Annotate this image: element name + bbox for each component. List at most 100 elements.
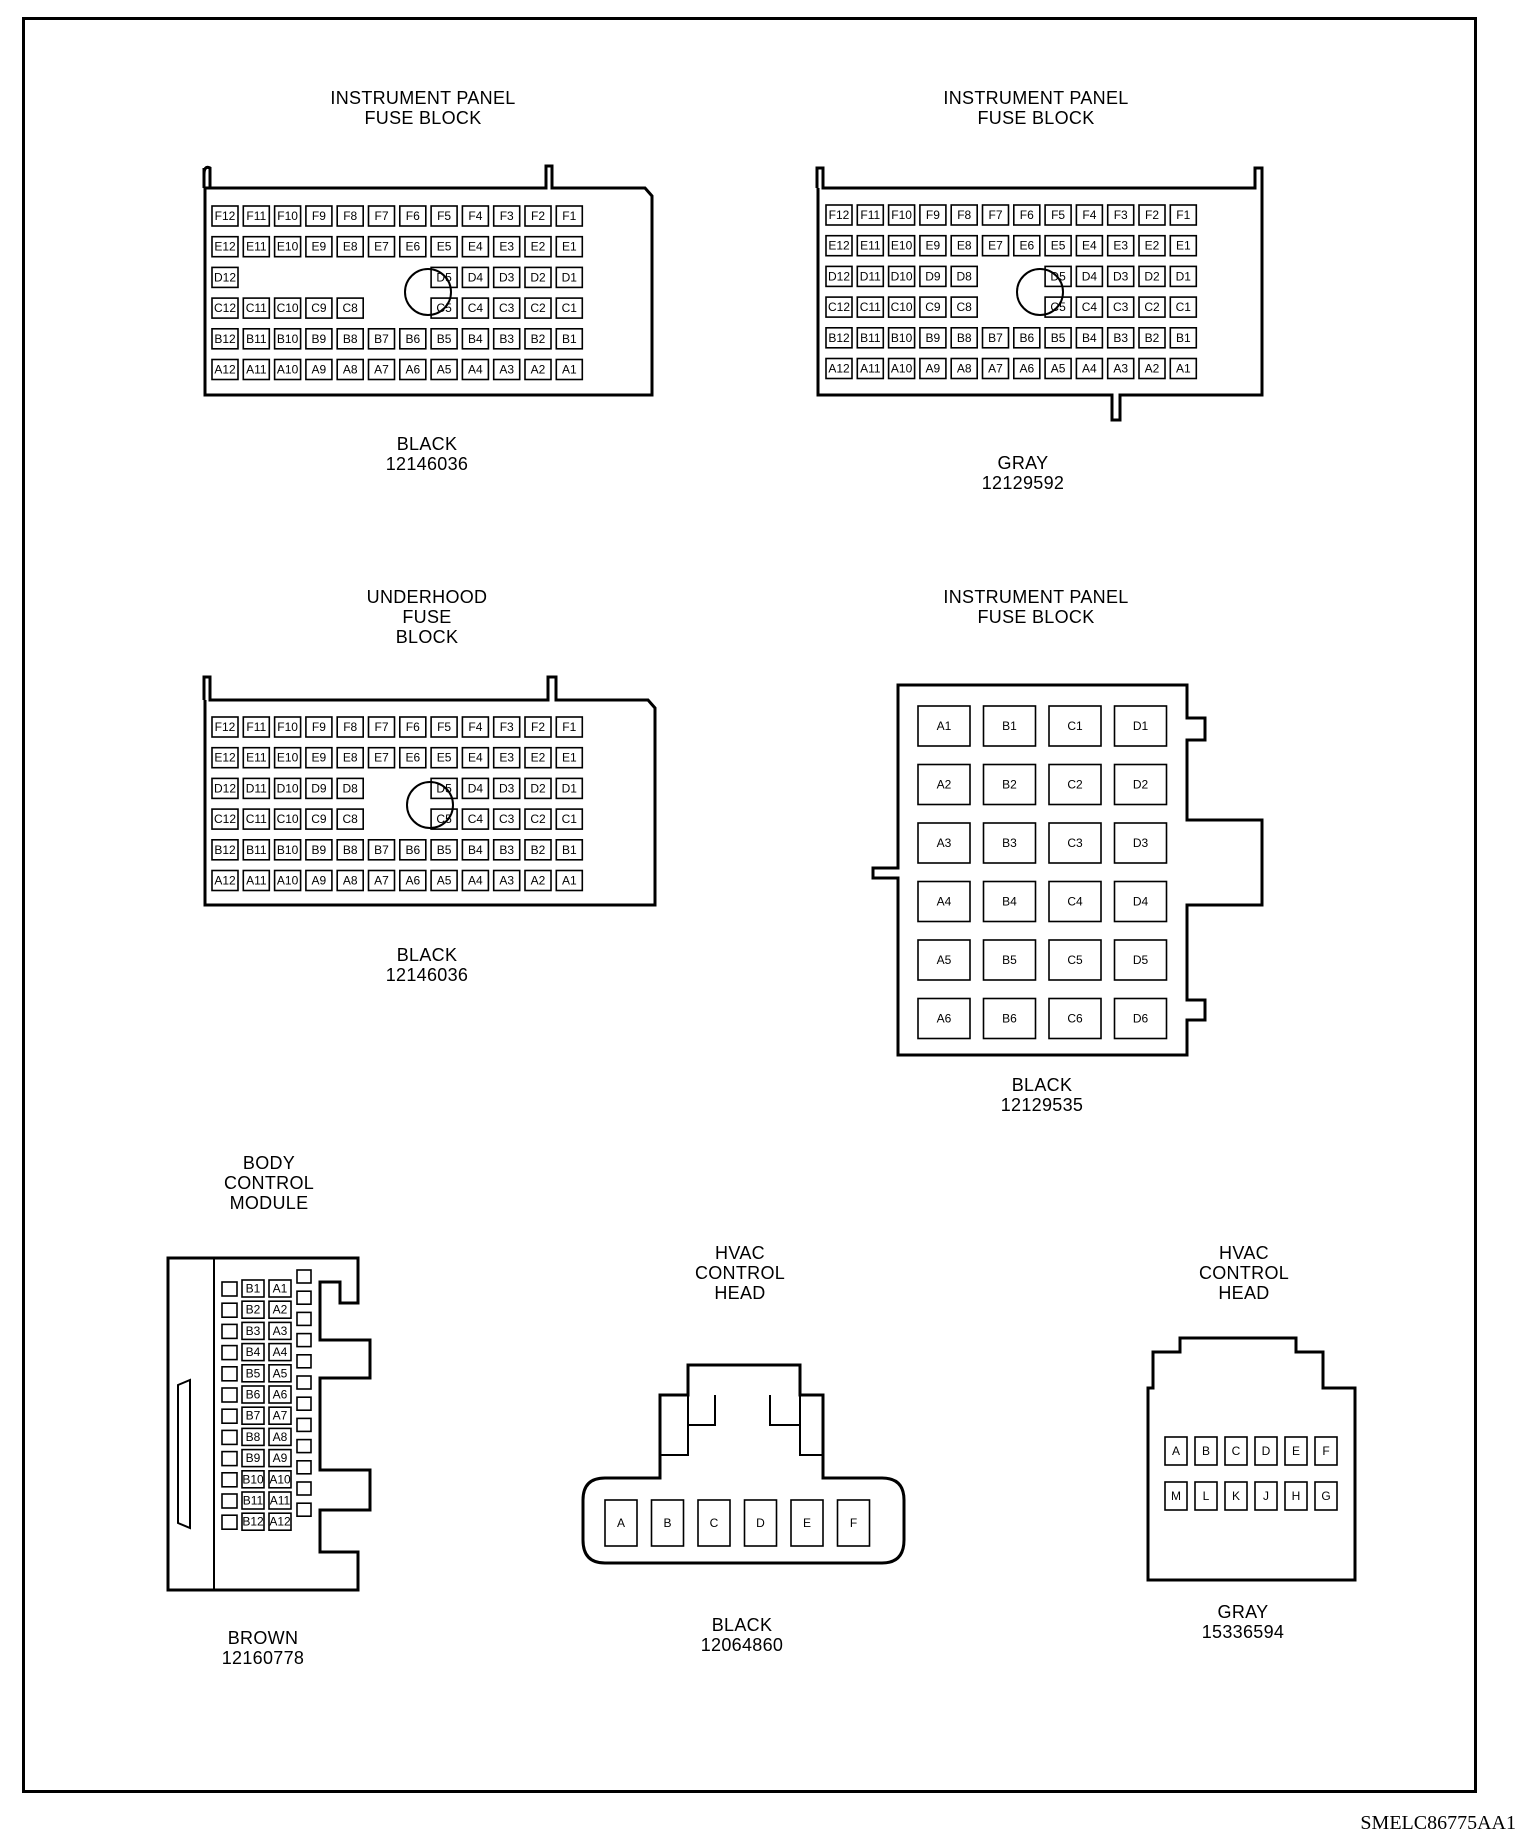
cavity-C3: C3 <box>492 297 521 319</box>
hvac-gray-housing <box>1146 1336 1357 1582</box>
cavity-B4: B4 <box>461 838 490 861</box>
svg-text:B5: B5 <box>437 332 452 346</box>
svg-text:A3: A3 <box>937 836 952 850</box>
part-bcm: 12160778 <box>221 1648 305 1668</box>
cavity-F4: F4 <box>461 205 490 227</box>
cavity-F8: F8 <box>336 716 365 738</box>
svg-text:B3: B3 <box>499 332 514 346</box>
cavity-D12: D12 <box>825 265 853 288</box>
svg-text:D9: D9 <box>925 269 941 283</box>
cavity-E4: E4 <box>461 235 490 258</box>
cavity-A11: A11 <box>856 357 885 380</box>
svg-text:C12: C12 <box>214 301 236 315</box>
color-underhood-fuse: BLACK <box>396 945 458 965</box>
svg-text:F2: F2 <box>1145 208 1159 222</box>
svg-text:A2: A2 <box>273 1303 288 1317</box>
svg-text:B6: B6 <box>246 1388 261 1402</box>
cavity-B1: B1 <box>982 705 1037 747</box>
cavity-A1: A1 <box>917 705 971 747</box>
bcm-latch-8 <box>296 1417 312 1433</box>
svg-text:E8: E8 <box>957 239 972 253</box>
cavity-B6: B6 <box>241 1385 265 1404</box>
svg-text:E7: E7 <box>374 240 389 254</box>
cavity-E4: E4 <box>461 746 490 769</box>
svg-text:A11: A11 <box>860 362 881 376</box>
svg-text:B12: B12 <box>214 843 236 857</box>
svg-text:C8: C8 <box>343 301 359 315</box>
bcm-latch-2 <box>296 1290 312 1305</box>
svg-text:A6: A6 <box>273 1388 288 1402</box>
cavity-A4: A4 <box>268 1342 292 1362</box>
svg-text:C5: C5 <box>1067 953 1083 967</box>
cavity-M: M <box>1164 1481 1188 1511</box>
cavity-A10: A10 <box>268 1470 292 1489</box>
bcm-terminal-8 <box>221 1429 238 1446</box>
svg-text:C: C <box>1232 1444 1241 1458</box>
cavity-A2: A2 <box>917 763 971 806</box>
bcm-latch-10 <box>296 1460 312 1475</box>
svg-text:E11: E11 <box>860 239 881 253</box>
cavity-A7: A7 <box>367 869 396 892</box>
svg-text:B11: B11 <box>860 331 881 345</box>
bcm-terminal-6 <box>221 1387 238 1403</box>
svg-text:G: G <box>1321 1489 1330 1503</box>
cavity-F11: F11 <box>242 716 271 738</box>
svg-text:F4: F4 <box>468 720 482 734</box>
svg-text:B6: B6 <box>405 843 420 857</box>
svg-text:B5: B5 <box>1051 331 1066 345</box>
bcm-terminal-12 <box>221 1514 238 1530</box>
cavity-E4: E4 <box>1075 234 1104 257</box>
underhood-fuse-housing <box>202 675 657 907</box>
bcm-latch-1 <box>296 1269 312 1284</box>
cavity-A3: A3 <box>917 822 971 864</box>
cavity-E2: E2 <box>524 235 552 258</box>
svg-text:E9: E9 <box>312 751 327 765</box>
cavity-F10: F10 <box>887 204 916 226</box>
cavity-K: K <box>1224 1481 1248 1511</box>
svg-text:B11: B11 <box>246 843 267 857</box>
svg-text:D3: D3 <box>499 781 515 795</box>
cavity-D12: D12 <box>211 266 239 289</box>
title-ip-fuse-gray: INSTRUMENT PANEL FUSE BLOCK <box>943 88 1129 128</box>
cavity-E1: E1 <box>555 235 584 258</box>
cavity-E5: E5 <box>430 746 458 769</box>
svg-text:B2: B2 <box>531 843 546 857</box>
svg-text:F6: F6 <box>406 209 420 223</box>
svg-text:C2: C2 <box>530 301 546 315</box>
cavity-E11: E11 <box>242 746 271 769</box>
svg-text:B7: B7 <box>246 1409 261 1423</box>
cavity-B2: B2 <box>982 763 1037 806</box>
cavity-A7: A7 <box>981 357 1010 380</box>
cavity-F4: F4 <box>461 716 490 738</box>
cavity-E7: E7 <box>367 746 396 769</box>
bcm-terminal-2 <box>221 1302 238 1318</box>
svg-text:E4: E4 <box>468 240 483 254</box>
cavity-A6: A6 <box>1012 357 1041 380</box>
cavity-A12: A12 <box>211 869 239 892</box>
cavity-E10: E10 <box>887 234 916 257</box>
cavity-F1: F1 <box>1169 204 1198 226</box>
svg-text:B2: B2 <box>1145 331 1160 345</box>
svg-text:E5: E5 <box>1051 239 1066 253</box>
svg-text:F: F <box>1322 1444 1329 1458</box>
figure-code: SMELC86775AA1 <box>1360 1812 1516 1834</box>
cavity-A5: A5 <box>1044 357 1072 380</box>
svg-text:A3: A3 <box>499 874 514 888</box>
cavity-C12: C12 <box>211 808 239 830</box>
cavity-C8: C8 <box>336 808 365 830</box>
svg-text:C2: C2 <box>1067 778 1083 792</box>
cavity-F7: F7 <box>367 205 396 227</box>
svg-text:E12: E12 <box>828 239 850 253</box>
svg-text:B8: B8 <box>957 331 972 345</box>
svg-text:E: E <box>1292 1444 1300 1458</box>
svg-text:A1: A1 <box>937 719 952 733</box>
cavity-D: D <box>1254 1436 1278 1466</box>
cavity-D4: D4 <box>1075 265 1104 288</box>
svg-text:C4: C4 <box>468 301 484 315</box>
cavity-D3: D3 <box>1106 265 1135 288</box>
svg-text:D: D <box>756 1516 765 1530</box>
cavity-A4: A4 <box>917 880 971 923</box>
cavity-D3: D3 <box>492 266 521 289</box>
